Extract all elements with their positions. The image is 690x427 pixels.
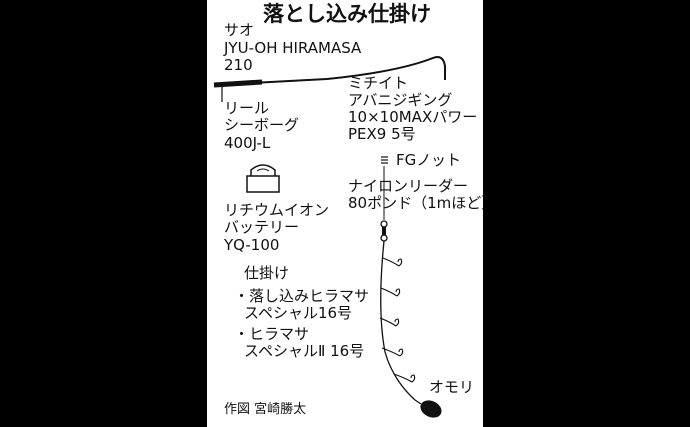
leader-line1: ナイロンリーダー: [348, 177, 469, 195]
leader-line2: 80ポンド（1mほど）: [348, 194, 483, 212]
rod-length: 210: [224, 56, 253, 74]
rod-butt: [213, 79, 263, 88]
battery-icon: [246, 164, 280, 193]
mainline-line4: PEX9 5号: [348, 125, 416, 143]
battery-line1: リチウムイオン: [224, 201, 330, 219]
rod-model: JYU-OH HIRAMASA: [224, 39, 362, 57]
rig-line: [380, 240, 416, 401]
rig-item1-line1: ・落し込みヒラマサ: [234, 287, 370, 305]
reel-model: 400J-L: [224, 134, 271, 152]
battery-model: YQ-100: [224, 236, 280, 254]
reel-heading: リール: [224, 99, 270, 117]
rod: [213, 56, 446, 86]
rig-item2-line1: ・ヒラマサ: [234, 325, 310, 343]
knot-marks: [381, 156, 388, 164]
rod-heading: サオ: [224, 21, 255, 39]
sinker-icon: [414, 399, 442, 418]
mainline-line1: ミチイト: [348, 74, 409, 92]
rig-item1-line2: スペシャル16号: [244, 304, 353, 322]
swivel: [380, 220, 388, 242]
mainline-line2: アバニジギング: [348, 91, 453, 109]
diagram-title: 落とし込み仕掛け: [263, 2, 431, 26]
reel-name: シーボーグ: [224, 116, 300, 134]
rig-item2-line2: スペシャルⅡ 16号: [244, 342, 365, 360]
sinker-label: オモリ: [429, 378, 475, 396]
diagram-panel: 落とし込み仕掛け サオ JYU-OH HIRAMASA 210 リール シーボー…: [207, 0, 483, 427]
branch-hooks: [379, 257, 416, 383]
credit: 作図 宮崎勝太: [224, 402, 307, 417]
battery-line2: バッテリー: [224, 218, 300, 236]
rig-drawing: [213, 56, 446, 418]
mainline-line3: 10×10MAXパワー: [348, 108, 478, 126]
knot-label: FGノット: [396, 151, 461, 169]
rig-heading: 仕掛け: [244, 264, 290, 282]
